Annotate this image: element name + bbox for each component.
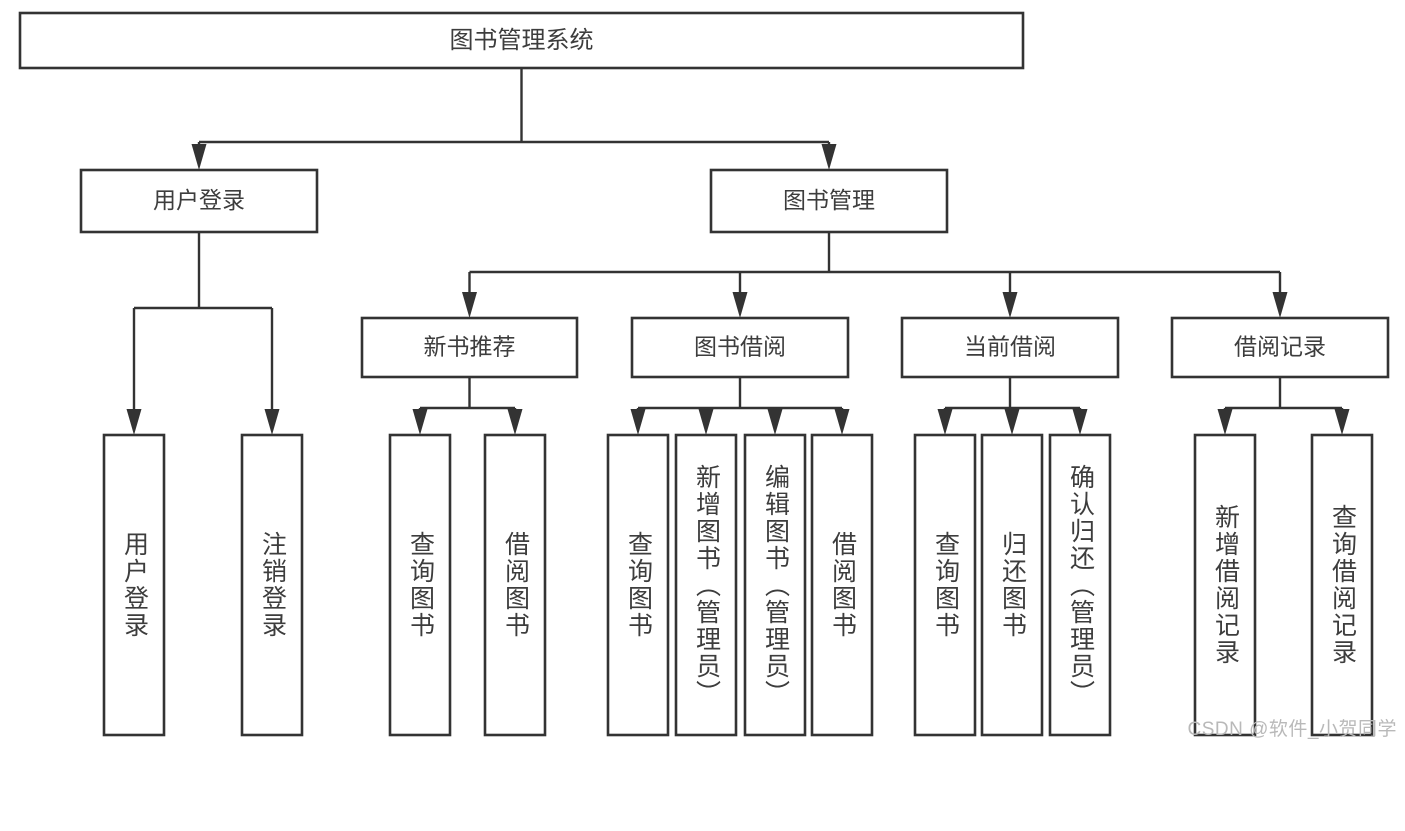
node-leaf-query-borrow-record-rect[interactable]	[1310, 433, 1374, 737]
node-leaf-query-book-rec-rect[interactable]	[388, 433, 452, 737]
edge-bm-to-l3-1-head	[732, 292, 748, 318]
edge-bm-to-l3-2	[1002, 272, 1018, 318]
edge-book-borrow-to-leaf-3-head	[834, 409, 850, 435]
node-leaf-add-book-admin-rect[interactable]	[674, 433, 738, 737]
edge-book-borrow-to-leaf-0	[630, 408, 646, 435]
edge-current-borrow-to-leaf-1-head	[1004, 409, 1020, 435]
edge-current-borrow-to-leaf-2	[1072, 408, 1088, 435]
node-user-login-rect[interactable]	[79, 168, 319, 234]
node-root[interactable]: 图书管理系统	[18, 11, 1025, 70]
edge-root-to-l2-1	[821, 142, 837, 170]
node-leaf-borrow-book-rec-rect[interactable]	[483, 433, 547, 737]
node-borrow-record-label: 借阅记录	[1234, 334, 1326, 360]
edge-user-login-to-leaf-0-head	[126, 409, 142, 435]
node-new-book-recommend-rect[interactable]	[360, 316, 579, 379]
edge-book-borrow-to-leaf-2	[767, 408, 783, 435]
edge-book-borrow-to-leaf-0-head	[630, 409, 646, 435]
edge-book-borrow-to-leaf-1	[698, 408, 714, 435]
node-leaf-add-borrow-record-rect[interactable]	[1193, 433, 1257, 737]
node-root-label: 图书管理系统	[450, 27, 594, 54]
node-current-borrow[interactable]: 当前借阅	[900, 316, 1120, 379]
node-book-manage-rect[interactable]	[709, 168, 949, 234]
edge-bm-to-l3-0	[462, 272, 477, 318]
edge-user-login-to-leaf-1-head	[264, 409, 280, 435]
node-book-borrow-rect[interactable]	[630, 316, 850, 379]
node-leaf-borrow-book-bb-rect[interactable]	[810, 433, 874, 737]
node-book-borrow-label: 图书借阅	[694, 334, 786, 360]
edge-bm-to-l3-3-head	[1272, 292, 1288, 318]
edge-borrow-record-to-leaf-0	[1217, 408, 1233, 435]
node-new-book-recommend[interactable]: 新书推荐	[360, 316, 579, 379]
node-borrow-record[interactable]: 借阅记录	[1170, 316, 1390, 379]
node-leaf-query-book-bb-rect[interactable]	[606, 433, 670, 737]
edge-root-to-l2-1-head	[821, 144, 837, 170]
node-leaf-user-login-rect[interactable]	[102, 433, 166, 737]
node-book-borrow[interactable]: 图书借阅	[630, 316, 850, 379]
node-current-borrow-label: 当前借阅	[964, 334, 1056, 360]
node-leaf-return-book-rect[interactable]	[980, 433, 1044, 737]
edge-bm-to-l3-0-head	[462, 292, 477, 318]
node-user-login[interactable]: 用户登录	[79, 168, 319, 234]
edge-user-login-to-leaf-1	[264, 308, 280, 435]
diagram-canvas: 图书管理系统用户登录图书管理新书推荐图书借阅当前借阅借阅记录 用户登录注销登录查…	[18, 11, 1397, 740]
node-leaf-query-book-cb-rect[interactable]	[913, 433, 977, 737]
edge-bm-to-l3-2-head	[1002, 292, 1018, 318]
edge-root-to-l2-0-head	[191, 144, 207, 170]
edge-borrow-record-to-leaf-0-head	[1217, 409, 1233, 435]
edge-root-to-l2-0	[191, 142, 207, 170]
node-user-login-label: 用户登录	[153, 187, 245, 213]
node-leaf-confirm-return-admin-rect[interactable]	[1048, 433, 1112, 737]
edge-borrow-record-to-leaf-1	[1334, 408, 1350, 435]
edge-current-borrow-to-leaf-2-head	[1072, 409, 1088, 435]
edge-new-book-recommend-to-leaf-0-head	[412, 409, 428, 435]
node-borrow-record-rect[interactable]	[1170, 316, 1390, 379]
node-book-manage-label: 图书管理	[783, 187, 875, 213]
edge-new-book-recommend-to-leaf-1-head	[507, 409, 523, 435]
node-book-manage[interactable]: 图书管理	[709, 168, 949, 234]
node-leaf-edit-book-admin-rect[interactable]	[743, 433, 807, 737]
node-current-borrow-rect[interactable]	[900, 316, 1120, 379]
edge-book-borrow-to-leaf-2-head	[767, 409, 783, 435]
edge-bm-to-l3-1	[732, 272, 748, 318]
node-leaf-logout-login-rect[interactable]	[240, 433, 304, 737]
edge-current-borrow-to-leaf-0	[937, 408, 953, 435]
edge-borrow-record-to-leaf-1-head	[1334, 409, 1350, 435]
edge-current-borrow-to-leaf-1	[1004, 408, 1020, 435]
edge-book-borrow-to-leaf-3	[834, 408, 850, 435]
edge-bm-to-l3-3	[1272, 272, 1288, 318]
node-new-book-recommend-label: 新书推荐	[424, 334, 516, 360]
edge-new-book-recommend-to-leaf-0	[412, 408, 428, 435]
watermark-text: CSDN @软件_小贺同学	[1187, 719, 1397, 740]
edge-user-login-to-leaf-0	[126, 308, 142, 435]
edge-current-borrow-to-leaf-0-head	[937, 409, 953, 435]
node-root-rect[interactable]	[18, 11, 1025, 70]
edge-new-book-recommend-to-leaf-1	[507, 408, 523, 435]
edge-book-borrow-to-leaf-1-head	[698, 409, 714, 435]
